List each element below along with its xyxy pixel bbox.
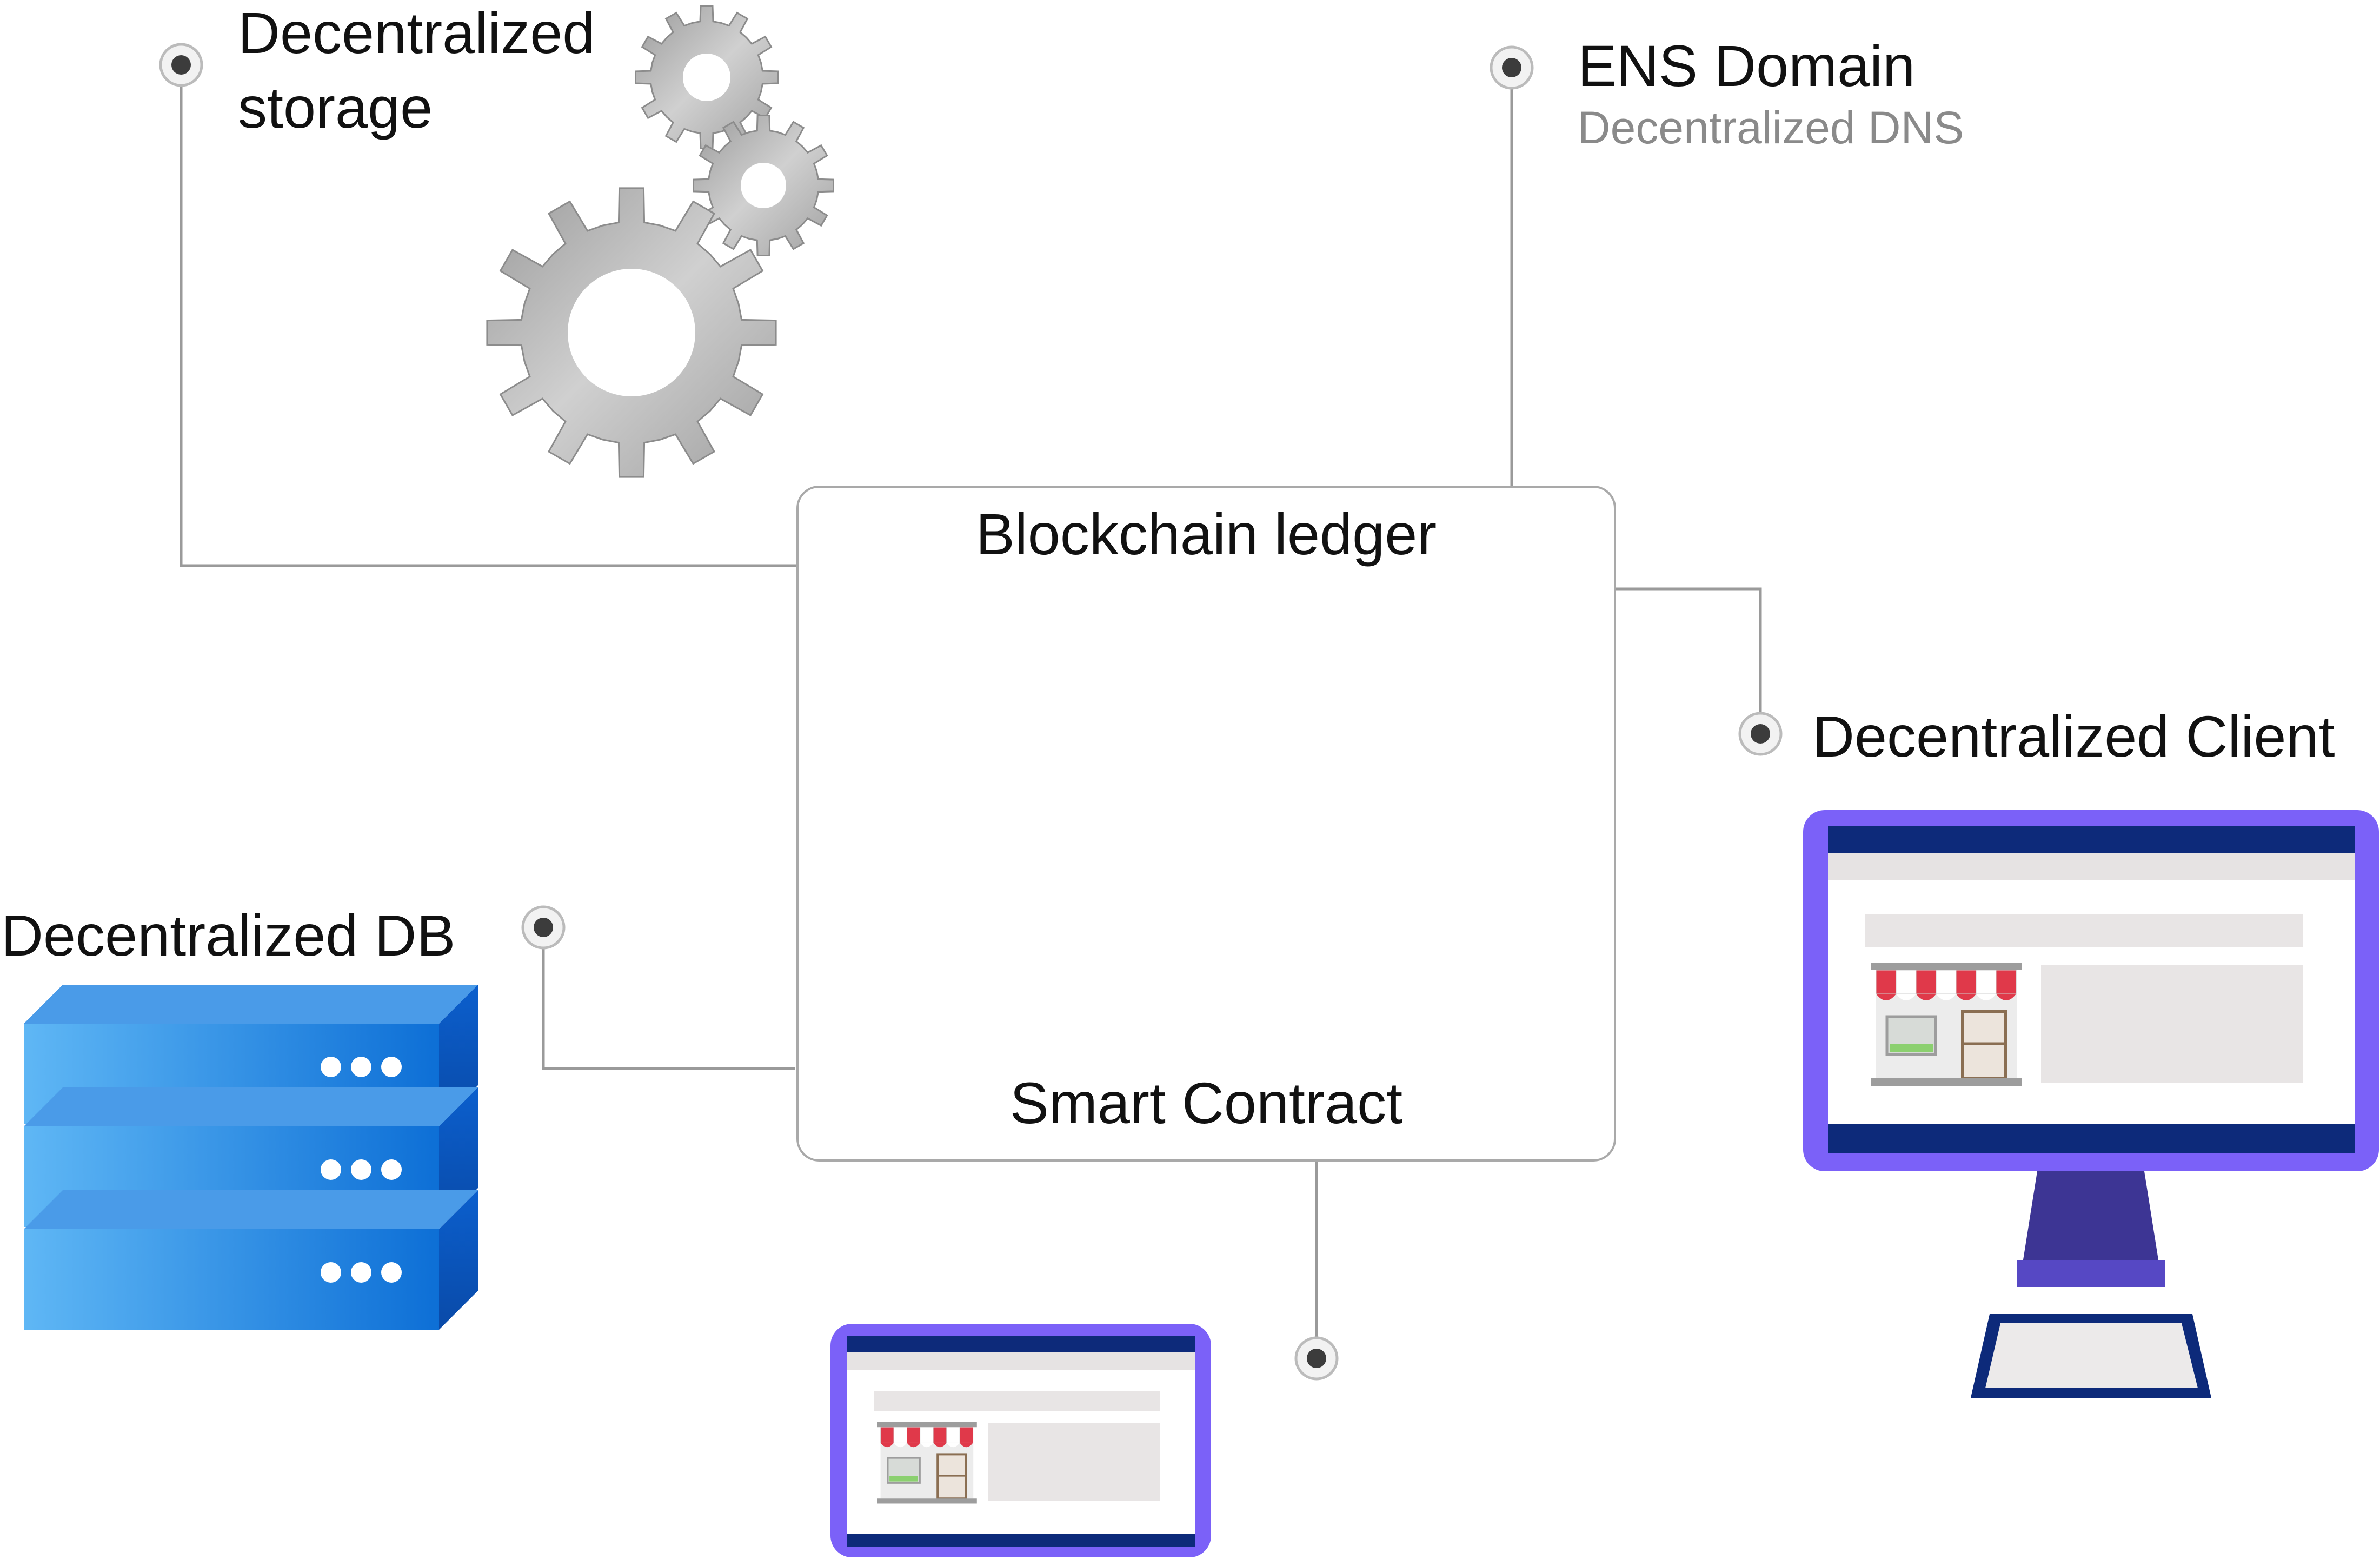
- node-dot-tablet: [1294, 1336, 1339, 1381]
- server-unit-2: [24, 1087, 478, 1227]
- ledger-title: Blockchain ledger: [975, 501, 1437, 567]
- storage-title: Decentralized storage: [238, 0, 595, 140]
- node-dot-db: [521, 905, 566, 950]
- node-dot-ens: [1490, 45, 1534, 90]
- gear-1: [635, 5, 779, 149]
- node-dot-client: [1738, 712, 1783, 756]
- server-stack-icon: [24, 985, 478, 1330]
- gears-icon: [486, 5, 834, 478]
- gear-2: [693, 115, 834, 256]
- desktop-monitor-icon: [1803, 810, 2379, 1398]
- ens-title: ENS Domain: [1578, 33, 1916, 98]
- blockchain-ledger-box: [796, 486, 1616, 1162]
- connector-db: [542, 927, 795, 1070]
- storefront-icon: [877, 1422, 977, 1504]
- connector-client: [1614, 587, 1762, 734]
- storefront-icon: [1871, 963, 2022, 1086]
- ens-subtitle: Decentralized DNS: [1578, 102, 1964, 153]
- smart-contract-caption: Smart Contract: [1009, 1070, 1403, 1136]
- node-dot-storage: [159, 43, 203, 87]
- server-unit-3: [24, 1190, 478, 1330]
- connector-lines: [180, 68, 1762, 1358]
- tablet-storefront-icon: [830, 1324, 1211, 1557]
- gear-3: [486, 187, 777, 478]
- db-title: Decentralized DB: [1, 903, 456, 968]
- client-title: Decentralized Client: [1812, 704, 2335, 769]
- connector-storage: [180, 68, 799, 567]
- node-dots: [159, 43, 1783, 1381]
